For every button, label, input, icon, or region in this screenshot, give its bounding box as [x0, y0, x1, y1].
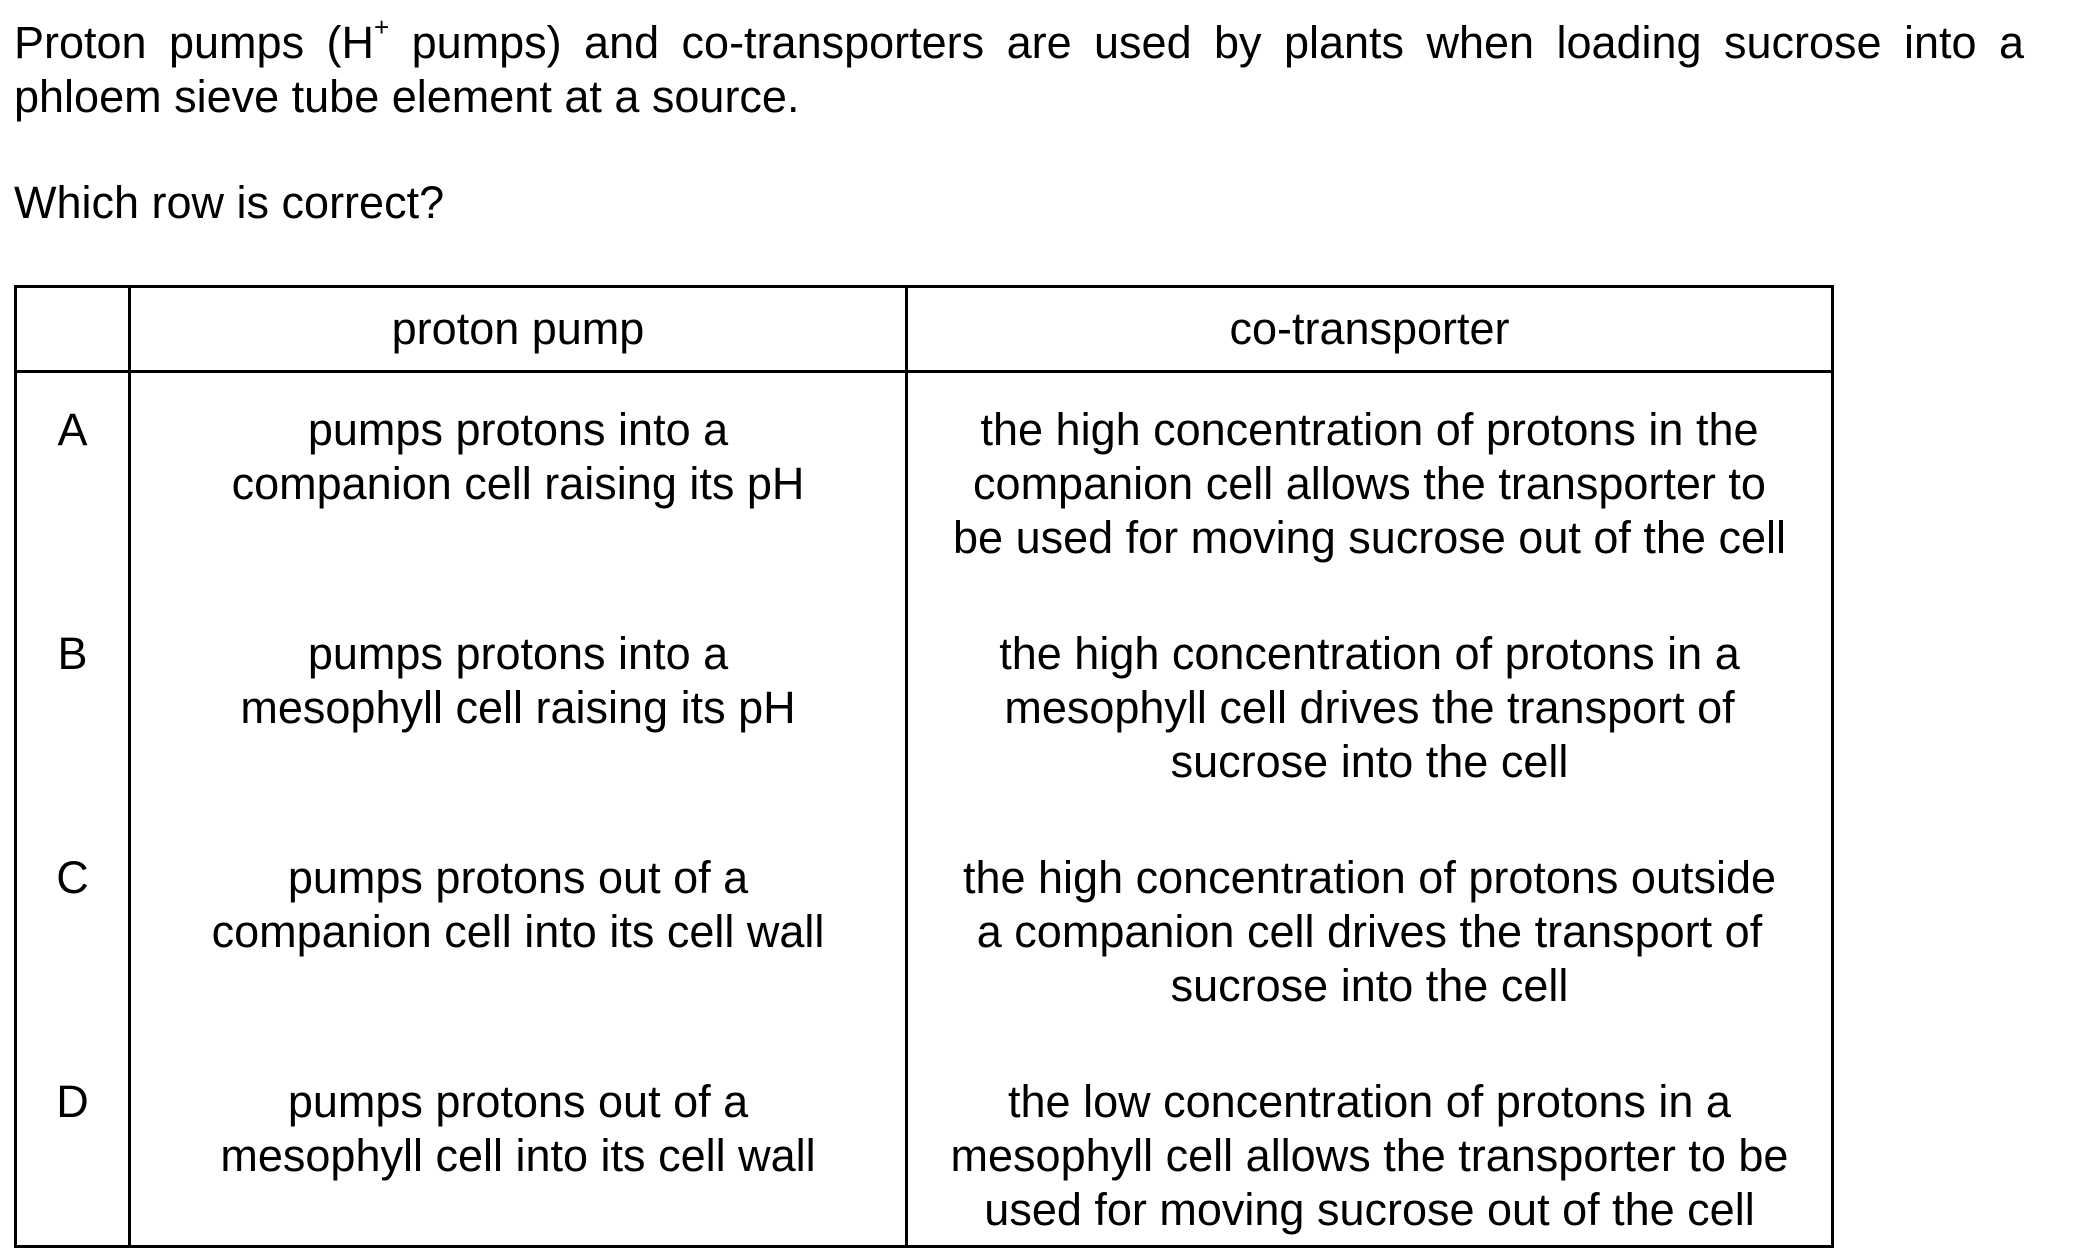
- option-letter: A: [14, 371, 131, 597]
- cell-line: mesophyll cell drives the transport of: [1004, 682, 1735, 733]
- cell-line: pumps protons out of a: [287, 1076, 749, 1127]
- option-letter: C: [14, 821, 131, 1045]
- header-letter: [14, 285, 131, 373]
- cell-line: be used for moving sucrose out of the ce…: [953, 512, 1786, 563]
- cell-line: the high concentration of protons in a: [999, 628, 1740, 679]
- cell-line: used for moving sucrose out of the cell: [984, 1184, 1755, 1235]
- co-transporter-cell: the high concentration of protons in the…: [905, 371, 1834, 597]
- superscript-plus: +: [373, 12, 390, 42]
- cell-line: mesophyll cell allows the transporter to…: [950, 1130, 1789, 1181]
- cell-line: companion cell raising its pH: [231, 458, 805, 509]
- proton-pump-cell: pumps protons out of a mesophyll cell in…: [128, 1045, 908, 1248]
- cell-line: pumps protons out of a: [287, 852, 749, 903]
- proton-pump-cell: pumps protons into a mesophyll cell rais…: [128, 597, 908, 821]
- question-text-end: pumps) and co-transporters are used by p…: [14, 17, 2024, 122]
- cell-line: sucrose into the cell: [1170, 960, 1569, 1011]
- answer-table: proton pump co-transporter A pumps proto…: [14, 285, 1834, 1248]
- header-proton-pump: proton pump: [128, 285, 908, 373]
- option-letter: D: [14, 1045, 131, 1248]
- table-header-row: proton pump co-transporter: [14, 285, 1834, 373]
- proton-pump-cell: pumps protons out of a companion cell in…: [128, 821, 908, 1045]
- option-letter: B: [14, 597, 131, 821]
- table-row-b: B pumps protons into a mesophyll cell ra…: [14, 597, 1834, 821]
- cell-line: mesophyll cell raising its pH: [240, 682, 796, 733]
- proton-pump-cell: pumps protons into a companion cell rais…: [128, 371, 908, 597]
- co-transporter-cell: the high concentration of protons outsid…: [905, 821, 1834, 1045]
- cell-line: sucrose into the cell: [1170, 736, 1569, 787]
- cell-line: the high concentration of protons outsid…: [962, 852, 1777, 903]
- table-row-c: C pumps protons out of a companion cell …: [14, 821, 1834, 1045]
- cell-line: pumps protons into a: [307, 628, 729, 679]
- table-row-a: A pumps protons into a companion cell ra…: [14, 371, 1834, 597]
- cell-line: companion cell allows the transporter to: [973, 458, 1766, 509]
- cell-line: a companion cell drives the transport of: [976, 906, 1763, 957]
- question-prompt: Which row is correct?: [14, 177, 445, 228]
- cell-line: companion cell into its cell wall: [211, 906, 825, 957]
- co-transporter-cell: the low concentration of protons in a me…: [905, 1045, 1834, 1248]
- co-transporter-cell: the high concentration of protons in a m…: [905, 597, 1834, 821]
- cell-line: pumps protons into a: [307, 404, 729, 455]
- cell-line: mesophyll cell into its cell wall: [220, 1130, 816, 1181]
- cell-line: the low concentration of protons in a: [1008, 1076, 1731, 1127]
- question-stem: Proton pumps (H+ pumps) and co-transport…: [14, 14, 2024, 124]
- header-co-transporter: co-transporter: [905, 285, 1834, 373]
- table-row-d: D pumps protons out of a mesophyll cell …: [14, 1045, 1834, 1248]
- cell-line: the high concentration of protons in the: [980, 404, 1759, 455]
- question-text-start: Proton pumps (H: [14, 17, 374, 68]
